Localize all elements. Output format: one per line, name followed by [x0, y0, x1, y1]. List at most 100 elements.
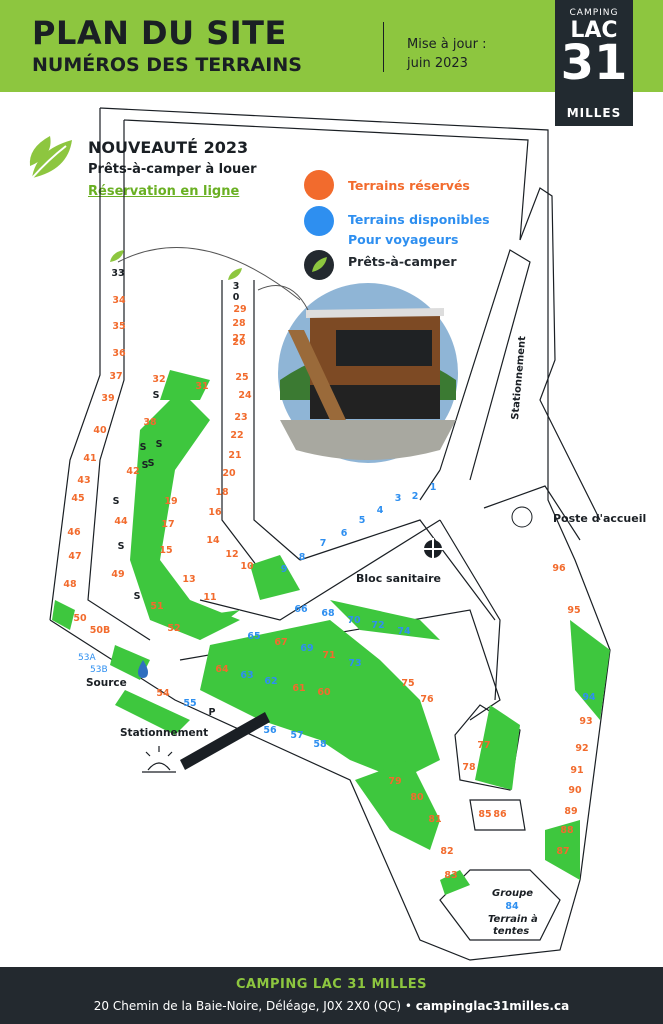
- site-number[interactable]: 11: [203, 592, 216, 603]
- site-number[interactable]: 66: [294, 604, 308, 615]
- site-number[interactable]: 36: [112, 348, 126, 359]
- site-number[interactable]: 94: [582, 692, 596, 703]
- site-number[interactable]: 90: [568, 785, 582, 796]
- site-number[interactable]: S: [153, 390, 160, 401]
- site-number[interactable]: 93: [579, 716, 592, 727]
- site-number[interactable]: 35: [112, 321, 125, 332]
- site-number[interactable]: 56: [263, 725, 277, 736]
- site-number[interactable]: 80: [410, 792, 424, 803]
- site-number[interactable]: 20: [222, 468, 236, 479]
- site-number[interactable]: 85: [478, 809, 491, 820]
- site-number[interactable]: 38: [143, 417, 157, 428]
- site-number[interactable]: 4: [377, 505, 384, 516]
- site-number[interactable]: 57: [290, 730, 303, 741]
- site-number[interactable]: 54: [156, 688, 170, 699]
- site-number[interactable]: 68: [321, 608, 335, 619]
- site-number[interactable]: S: [156, 439, 163, 450]
- site-number[interactable]: 76: [420, 694, 434, 705]
- booking-link[interactable]: Réservation en ligne: [88, 184, 240, 199]
- site-number[interactable]: 88: [560, 825, 574, 836]
- footer-website[interactable]: campinglac31milles.ca: [415, 999, 570, 1013]
- site-number[interactable]: 63: [240, 670, 253, 681]
- site-number[interactable]: 61: [292, 683, 305, 694]
- site-number[interactable]: S: [148, 458, 155, 469]
- site-number[interactable]: 13: [182, 574, 195, 585]
- site-number[interactable]: 47: [68, 551, 81, 562]
- site-number[interactable]: 16: [208, 507, 222, 518]
- site-number[interactable]: 18: [215, 487, 229, 498]
- site-number[interactable]: 84: [505, 901, 519, 912]
- site-number[interactable]: 5: [359, 515, 366, 526]
- site-number[interactable]: 55: [183, 698, 196, 709]
- site-number[interactable]: S: [118, 541, 125, 552]
- site-number[interactable]: 43: [77, 475, 90, 486]
- site-number[interactable]: 10: [240, 561, 254, 572]
- site-number[interactable]: 31: [195, 381, 208, 392]
- site-number[interactable]: 25: [235, 372, 248, 383]
- site-number[interactable]: S: [134, 591, 141, 602]
- site-number[interactable]: 15: [159, 545, 172, 556]
- site-number[interactable]: 33: [111, 268, 124, 279]
- site-number[interactable]: 69: [300, 643, 313, 654]
- site-number[interactable]: 73: [348, 658, 361, 669]
- site-number[interactable]: 37: [109, 371, 122, 382]
- site-number[interactable]: 87: [556, 846, 569, 857]
- site-number[interactable]: 24: [238, 390, 252, 401]
- site-number[interactable]: 49: [111, 569, 124, 580]
- site-number[interactable]: 42: [126, 466, 139, 477]
- site-number[interactable]: 29: [233, 304, 246, 315]
- site-number[interactable]: 81: [428, 814, 441, 825]
- site-number[interactable]: 52: [167, 623, 180, 634]
- site-number[interactable]: 89: [564, 806, 577, 817]
- site-number[interactable]: 60: [317, 687, 331, 698]
- site-number[interactable]: 82: [440, 846, 453, 857]
- site-number[interactable]: 19: [164, 496, 177, 507]
- site-number[interactable]: 32: [152, 374, 165, 385]
- site-number[interactable]: 22: [230, 430, 243, 441]
- site-number[interactable]: 21: [228, 450, 241, 461]
- site-number[interactable]: 45: [71, 493, 84, 504]
- site-number[interactable]: 46: [67, 527, 81, 538]
- site-number[interactable]: 48: [63, 579, 77, 590]
- site-number[interactable]: 74: [397, 626, 411, 637]
- site-number[interactable]: 14: [206, 535, 220, 546]
- site-number[interactable]: 78: [462, 762, 476, 773]
- site-number[interactable]: 50B: [90, 625, 110, 636]
- site-number[interactable]: 50: [73, 613, 87, 624]
- site-number[interactable]: 95: [567, 605, 580, 616]
- label-site-53b[interactable]: 53B: [90, 665, 108, 675]
- site-number[interactable]: 65: [247, 631, 260, 642]
- site-number[interactable]: 0: [233, 292, 240, 303]
- site-number[interactable]: 67: [274, 637, 287, 648]
- site-number[interactable]: 77: [477, 740, 490, 751]
- label-site-53a[interactable]: 53A: [78, 653, 96, 663]
- site-number[interactable]: 26: [232, 337, 246, 348]
- site-number[interactable]: 83: [444, 870, 457, 881]
- site-number[interactable]: 34: [112, 295, 126, 306]
- site-number[interactable]: S: [142, 460, 149, 471]
- site-number[interactable]: P: [209, 707, 216, 718]
- site-number[interactable]: 91: [570, 765, 583, 776]
- site-number[interactable]: 8: [299, 552, 306, 563]
- site-number[interactable]: 27: [232, 333, 245, 344]
- site-number[interactable]: 44: [114, 516, 128, 527]
- site-number[interactable]: 3: [395, 493, 402, 504]
- site-number[interactable]: 2: [412, 491, 419, 502]
- site-number[interactable]: S: [140, 442, 147, 453]
- site-number[interactable]: 1: [430, 482, 437, 493]
- site-number[interactable]: S: [113, 496, 120, 507]
- site-number[interactable]: 17: [161, 519, 174, 530]
- site-number[interactable]: 6: [341, 528, 348, 539]
- site-number[interactable]: 75: [401, 678, 414, 689]
- site-number[interactable]: 39: [101, 393, 114, 404]
- site-number[interactable]: 23: [234, 412, 247, 423]
- site-number[interactable]: 64: [215, 664, 229, 675]
- site-number[interactable]: 12: [225, 549, 238, 560]
- site-number[interactable]: 62: [264, 676, 277, 687]
- site-number[interactable]: 3: [233, 281, 240, 292]
- site-number[interactable]: 40: [93, 425, 107, 436]
- site-number[interactable]: 92: [575, 743, 588, 754]
- site-number[interactable]: 9: [281, 564, 288, 575]
- site-number[interactable]: 28: [232, 318, 246, 329]
- site-number[interactable]: 71: [322, 650, 335, 661]
